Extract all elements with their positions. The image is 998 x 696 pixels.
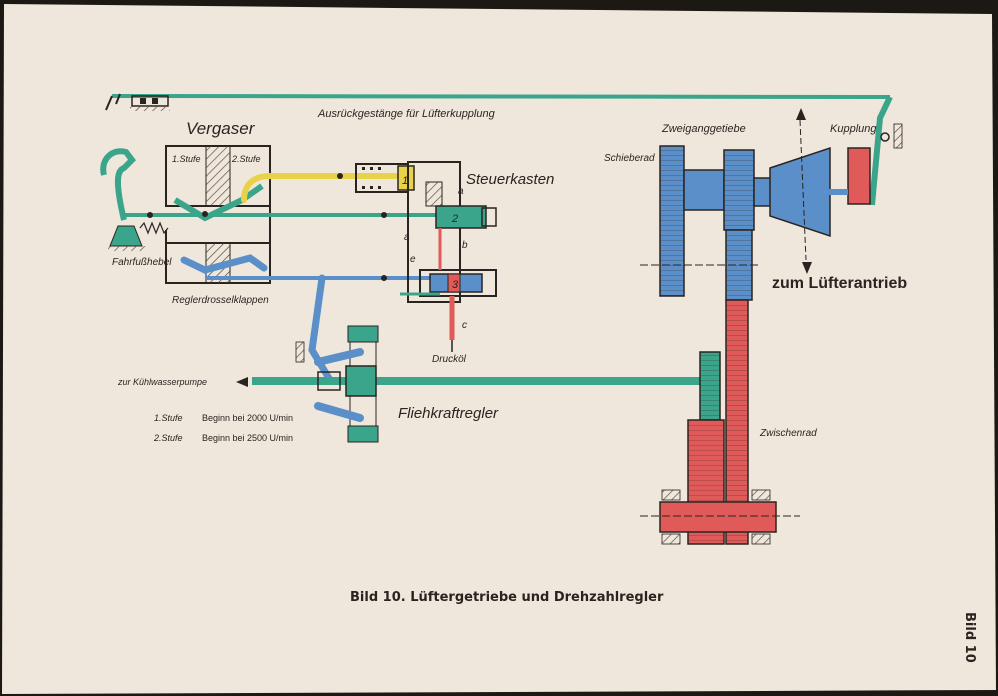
clutch-label: Kupplung	[830, 123, 877, 135]
port-e-label: e	[410, 254, 416, 265]
throttle-flaps-label: Reglerdrosselklappen	[172, 295, 269, 306]
port-c-label: c	[462, 320, 467, 331]
speed-row2-stage: 2.Stufe	[153, 433, 183, 443]
piston-1-label: 1	[402, 175, 408, 187]
control-box	[355, 161, 497, 352]
figure-caption: Bild 10. Lüftergetriebe und Drehzahlregl…	[350, 590, 664, 605]
speed-row2-text: Beginn bei 2500 U/min	[202, 433, 293, 443]
carburetor-label: Vergaser	[186, 119, 256, 138]
release-linkage	[105, 93, 903, 206]
idler-gear-label: Zwischenrad	[759, 428, 817, 439]
control-box-label: Steuerkasten	[466, 171, 554, 188]
water-pump-label: zur Kühlwasserpumpe	[117, 377, 207, 387]
side-tab-label: Bild 10	[962, 612, 977, 663]
stage2-label: 2.Stufe	[231, 154, 261, 164]
pedal-label: Fahrfußhebel	[112, 257, 172, 268]
centrifugal-governor	[236, 325, 720, 443]
speed-row1-text: Beginn bei 2000 U/min	[202, 413, 293, 423]
yellow-rod	[241, 173, 413, 203]
pressure-oil-label: Drucköl	[432, 354, 467, 365]
port-a2-label: a	[404, 232, 410, 243]
blue-regulator-rod	[180, 254, 440, 384]
speed-row1-stage: 1.Stufe	[154, 413, 183, 423]
two-speed-gearbox	[640, 108, 871, 301]
piston-3-label: 3	[452, 279, 459, 291]
piston-2-label: 2	[451, 213, 458, 225]
accelerator-pedal	[100, 148, 169, 251]
linkage-label: Ausrückgestänge für Lüfterkupplung	[317, 108, 496, 120]
sliding-gear-label: Schieberad	[604, 153, 655, 164]
stage1-label: 1.Stufe	[172, 154, 201, 164]
green-throttle-rod	[124, 183, 440, 222]
port-b-label: b	[462, 240, 468, 251]
fan-drive-label: zum Lüfterantrieb	[772, 275, 907, 292]
two-speed-gear-label: Zweiganggetiebe	[661, 123, 746, 135]
port-a1-label: a	[458, 186, 464, 197]
idler-gear	[640, 299, 800, 545]
governor-label: Fliehkraftregler	[398, 405, 499, 422]
